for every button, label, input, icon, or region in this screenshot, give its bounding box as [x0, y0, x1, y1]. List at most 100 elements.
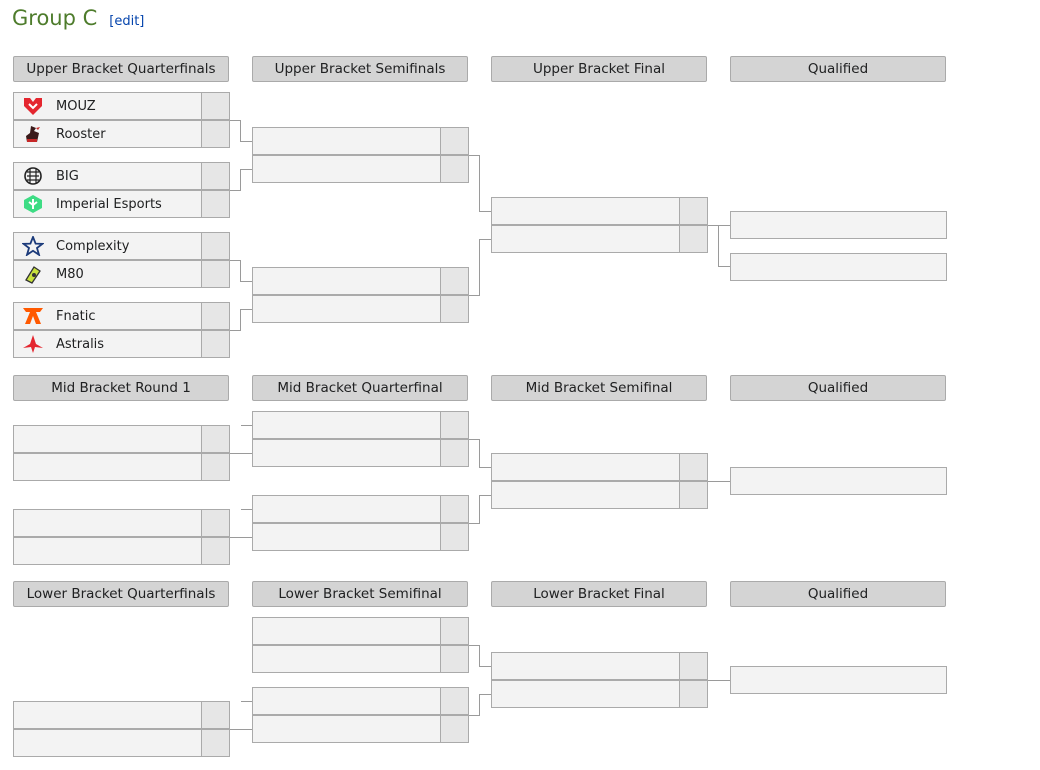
header-mid-round1: Mid Bracket Round 1 — [13, 375, 229, 401]
team-name: Imperial Esports — [56, 196, 162, 212]
match-slot-empty[interactable] — [491, 481, 708, 509]
match-slot-team[interactable]: M80 — [13, 260, 230, 288]
match-slot-team[interactable]: MOUZ — [13, 92, 230, 120]
qualified-slot[interactable] — [730, 666, 947, 694]
bracket-connector — [240, 169, 252, 170]
match-slot-empty[interactable] — [13, 509, 230, 537]
score-cell — [201, 303, 229, 329]
score-cell — [201, 538, 229, 564]
score-cell — [440, 688, 468, 714]
edit-link[interactable]: [edit] — [109, 14, 145, 29]
match-slot-empty[interactable] — [252, 411, 469, 439]
score-cell — [201, 331, 229, 357]
bracket-connector — [479, 439, 480, 468]
imperial-logo-icon — [20, 193, 46, 215]
match-slot-empty[interactable] — [252, 155, 469, 183]
qualified-slot[interactable] — [730, 211, 947, 239]
match-slot-team[interactable]: Complexity — [13, 232, 230, 260]
bracket-connector — [469, 295, 479, 296]
score-cell — [679, 454, 707, 480]
bracket-connector — [479, 155, 480, 212]
team-name: BIG — [56, 168, 79, 184]
score-cell — [679, 198, 707, 224]
team-name: M80 — [56, 266, 84, 282]
big-logo-icon — [20, 165, 46, 187]
match-slot-empty[interactable] — [252, 617, 469, 645]
qualified-slot[interactable] — [730, 467, 947, 495]
match-slot-empty[interactable] — [252, 687, 469, 715]
header-upper-quarterfinals: Upper Bracket Quarterfinals — [13, 56, 229, 82]
bracket-connector — [708, 225, 718, 226]
match-slot-empty[interactable] — [13, 453, 230, 481]
bracket-connector — [469, 523, 479, 524]
match-slot-team[interactable]: Fnatic — [13, 302, 230, 330]
match-slot-empty[interactable] — [13, 701, 230, 729]
match-slot-team[interactable]: Rooster — [13, 120, 230, 148]
bracket-connector — [479, 495, 491, 496]
bracket-connector — [718, 225, 730, 226]
bracket-connector — [479, 694, 491, 695]
match-slot-empty[interactable] — [252, 127, 469, 155]
score-cell — [440, 440, 468, 466]
bracket-connector — [230, 330, 240, 331]
match-slot-empty[interactable] — [491, 197, 708, 225]
match-slot-team[interactable]: Imperial Esports — [13, 190, 230, 218]
match-slot-empty[interactable] — [491, 652, 708, 680]
header-mid-semifinal: Mid Bracket Semifinal — [491, 375, 707, 401]
score-cell — [201, 191, 229, 217]
header-mid-quarterfinal: Mid Bracket Quarterfinal — [252, 375, 468, 401]
score-cell — [679, 226, 707, 252]
score-cell — [440, 412, 468, 438]
header-upper-semifinals: Upper Bracket Semifinals — [252, 56, 468, 82]
score-cell — [440, 496, 468, 522]
match-slot-team[interactable]: Astralis — [13, 330, 230, 358]
score-cell — [201, 93, 229, 119]
match-slot-empty[interactable] — [252, 439, 469, 467]
bracket-connector — [469, 715, 479, 716]
match-slot-empty[interactable] — [252, 715, 469, 743]
header-lower-quarterfinals: Lower Bracket Quarterfinals — [13, 581, 229, 607]
score-cell — [679, 482, 707, 508]
bracket-connector — [241, 509, 252, 510]
bracket-connector — [241, 701, 252, 702]
match-slot-empty[interactable] — [491, 225, 708, 253]
bracket-connector — [479, 467, 491, 468]
rooster-logo-icon — [20, 123, 46, 145]
match-slot-empty[interactable] — [491, 453, 708, 481]
match-slot-empty[interactable] — [13, 729, 230, 757]
bracket-connector — [240, 141, 252, 142]
score-cell — [201, 426, 229, 452]
match-slot-empty[interactable] — [252, 267, 469, 295]
astralis-logo-icon — [20, 333, 46, 355]
match-slot-empty[interactable] — [13, 425, 230, 453]
score-cell — [201, 454, 229, 480]
match-slot-empty[interactable] — [252, 523, 469, 551]
match-slot-team[interactable]: BIG — [13, 162, 230, 190]
score-cell — [440, 156, 468, 182]
score-cell — [201, 261, 229, 287]
bracket-connector — [230, 729, 252, 730]
score-cell — [201, 121, 229, 147]
bracket-connector — [479, 645, 480, 667]
bracket-connector — [469, 155, 479, 156]
bracket-connector — [230, 260, 240, 261]
match-slot-empty[interactable] — [491, 680, 708, 708]
header-lower-final: Lower Bracket Final — [491, 581, 707, 607]
match-slot-empty[interactable] — [252, 295, 469, 323]
match-slot-empty[interactable] — [13, 537, 230, 565]
match-slot-empty[interactable] — [252, 495, 469, 523]
qualified-slot[interactable] — [730, 253, 947, 281]
bracket-connector — [479, 211, 491, 212]
team-name: Complexity — [56, 238, 130, 254]
bracket-connector — [240, 260, 241, 282]
score-cell — [201, 730, 229, 756]
bracket-connector — [479, 495, 480, 524]
bracket-connector — [240, 120, 241, 142]
bracket-connector — [718, 266, 730, 267]
match-slot-empty[interactable] — [252, 645, 469, 673]
score-cell — [201, 702, 229, 728]
bracket-connector — [241, 425, 252, 426]
bracket-connector — [479, 694, 480, 716]
bracket-connector — [708, 481, 730, 482]
bracket-connector — [718, 225, 719, 267]
